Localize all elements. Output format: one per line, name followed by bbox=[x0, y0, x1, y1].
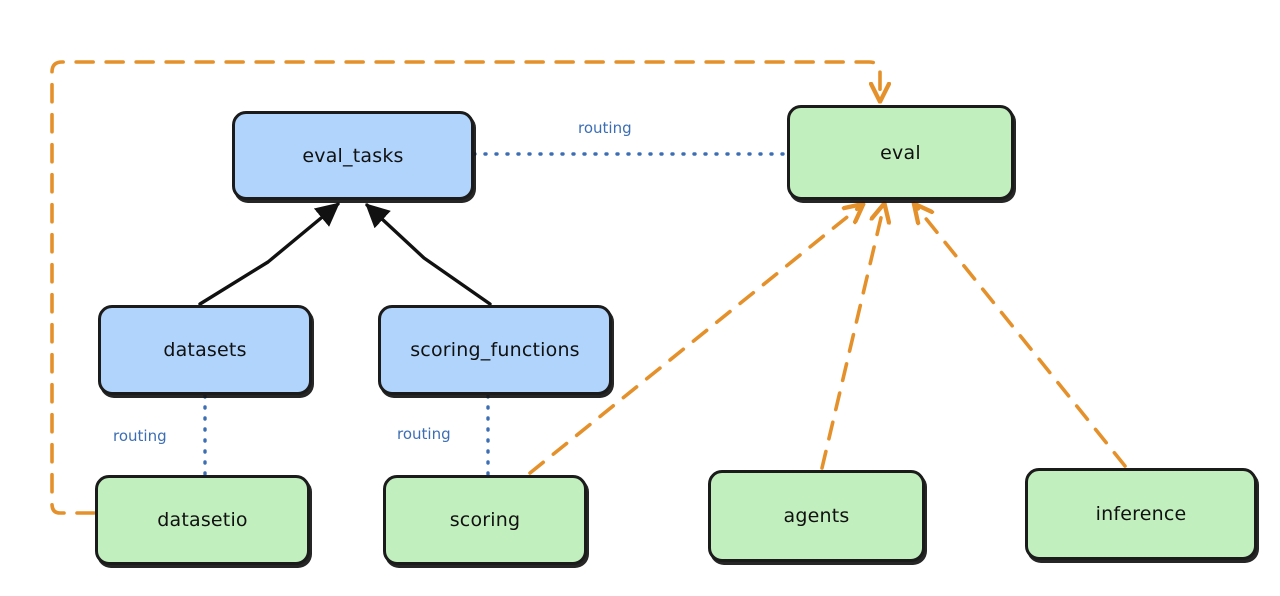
node-datasetio[interactable]: datasetio bbox=[95, 475, 310, 565]
node-label-datasetio: datasetio bbox=[157, 509, 248, 531]
edge-datasets-to-eval_tasks bbox=[198, 202, 340, 306]
node-label-eval: eval bbox=[880, 141, 921, 164]
node-label-eval-tasks: eval_tasks bbox=[302, 144, 404, 167]
edge-label-routing-datasets-datasetio: routing bbox=[113, 427, 167, 445]
node-agents[interactable]: agents bbox=[708, 470, 925, 562]
edge-scoring_functions-to-eval_tasks bbox=[365, 203, 492, 306]
edge-label-routing-scoring-functions-scoring: routing bbox=[397, 425, 451, 443]
node-label-agents: agents bbox=[783, 505, 850, 527]
node-eval[interactable]: eval bbox=[787, 105, 1014, 200]
node-inference[interactable]: inference bbox=[1025, 468, 1257, 560]
edge-label-routing-eval-tasks-eval: routing bbox=[578, 119, 632, 137]
edge-inference-to-eval bbox=[915, 205, 1127, 468]
node-scoring[interactable]: scoring bbox=[383, 475, 587, 565]
node-eval-tasks[interactable]: eval_tasks bbox=[232, 111, 474, 200]
node-label-datasets: datasets bbox=[163, 339, 247, 361]
edge-scoring-to-eval bbox=[528, 205, 862, 475]
node-datasets[interactable]: datasets bbox=[98, 305, 312, 395]
node-label-inference: inference bbox=[1095, 503, 1187, 525]
node-label-scoring-functions: scoring_functions bbox=[410, 339, 580, 361]
edge-agents-to-eval bbox=[820, 205, 884, 470]
node-label-scoring: scoring bbox=[449, 509, 521, 531]
edge-datasetio-to-eval bbox=[50, 60, 880, 515]
node-scoring-functions[interactable]: scoring_functions bbox=[378, 305, 612, 395]
